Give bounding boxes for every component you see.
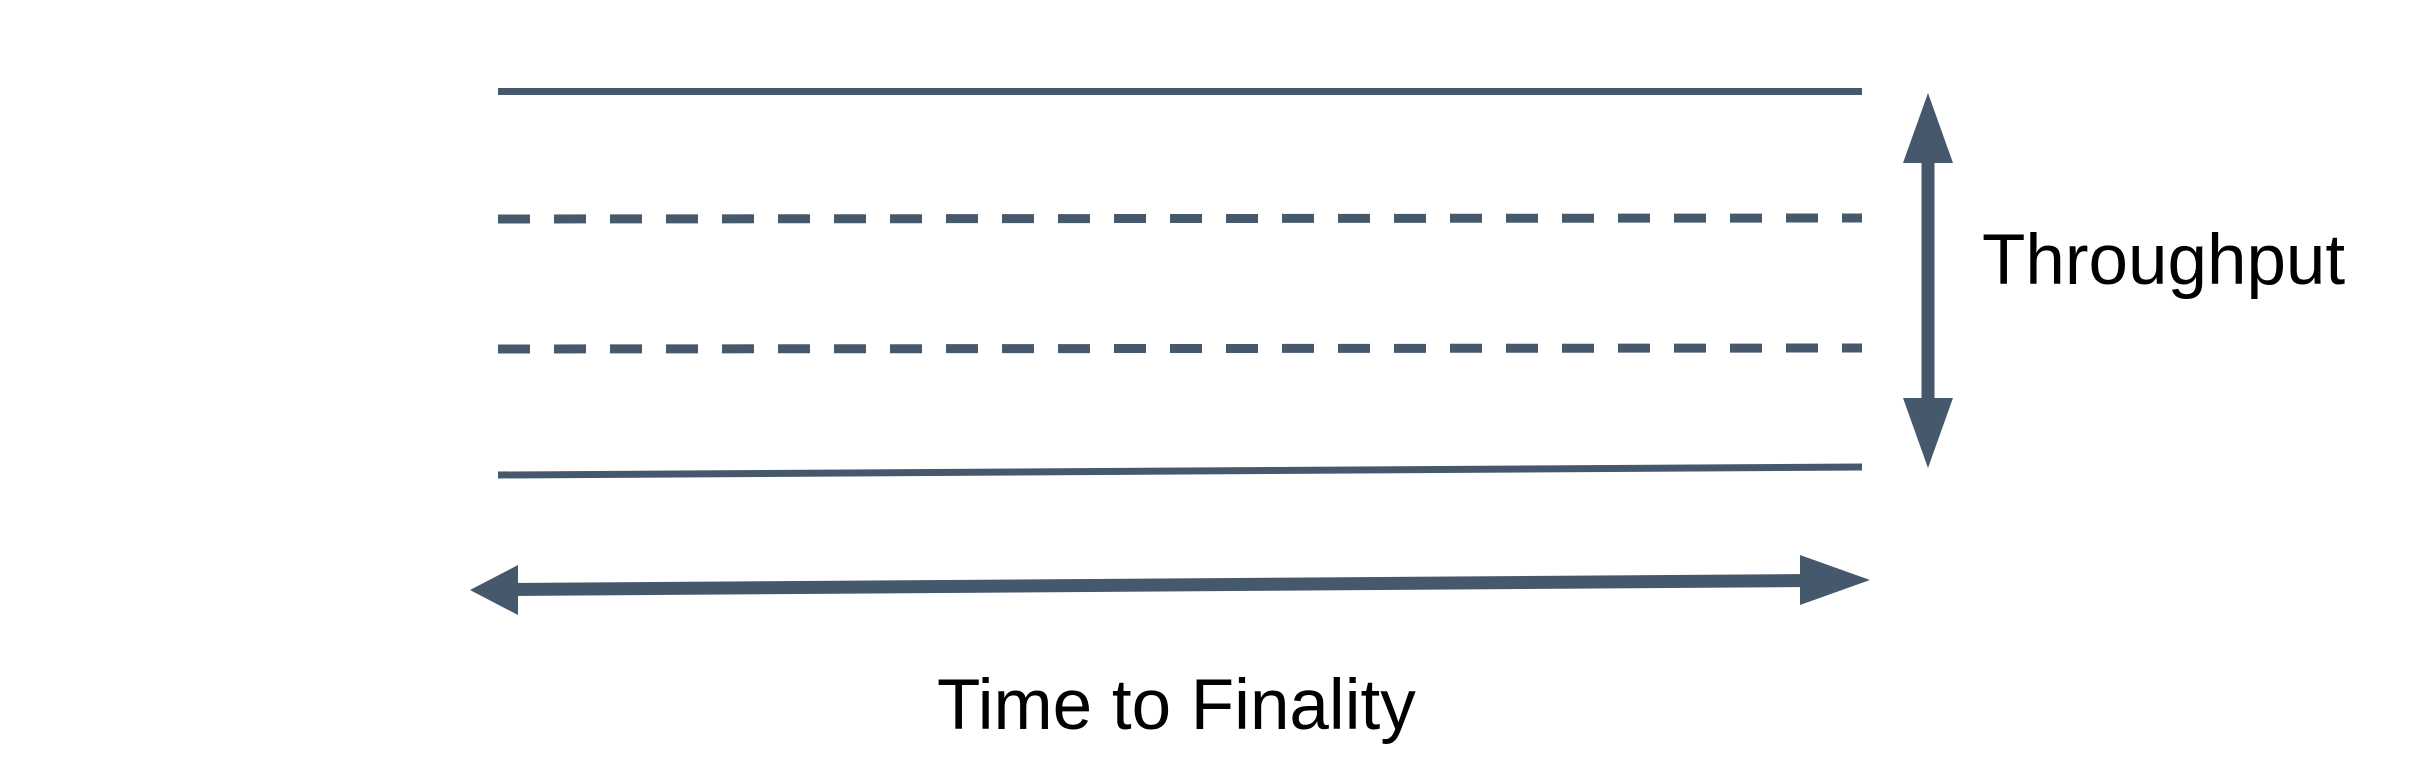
time-to-finality-double-arrow <box>470 555 1870 615</box>
throughput-arrowhead-up-icon <box>1903 93 1953 163</box>
throughput-double-arrow <box>1903 93 1953 468</box>
throughput-label: Throughput <box>1982 221 2346 300</box>
dashed-divider-line-2 <box>497 343 1863 354</box>
bottom-boundary-line <box>497 463 1863 479</box>
throughput-arrowhead-down-icon <box>1903 398 1953 468</box>
time-to-finality-label: Time to Finality <box>937 666 1416 745</box>
time-to-finality-arrowhead-left-icon <box>470 565 518 615</box>
time-to-finality-arrowhead-right-icon <box>1800 555 1870 605</box>
time-to-finality-arrow-shaft <box>509 574 1809 596</box>
dashed-divider-line-1 <box>497 213 1863 224</box>
